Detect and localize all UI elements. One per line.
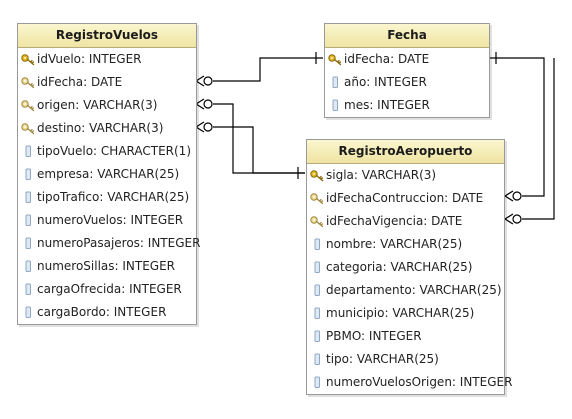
- column-icon: [310, 261, 324, 274]
- field-row[interactable]: PBMO: INTEGER: [307, 325, 504, 348]
- field-row[interactable]: numeroVuelosOrigen: INTEGER: [307, 371, 512, 394]
- foreign-key-icon: [21, 76, 35, 89]
- field-label: idVuelo: INTEGER: [37, 52, 142, 66]
- connector-aeropuerto-fechaconstruccion: [489, 52, 545, 202]
- field-row[interactable]: sigla: VARCHAR(3): [307, 164, 504, 187]
- field-row[interactable]: tipoTrafico: VARCHAR(25): [18, 186, 196, 209]
- field-label: departamento: VARCHAR(25): [326, 283, 502, 297]
- entity-title: RegistroVuelos: [18, 24, 196, 48]
- field-label: cargaOfrecida: INTEGER: [37, 282, 182, 296]
- foreign-key-icon: [21, 122, 35, 135]
- primary-key-icon: [328, 53, 342, 66]
- field-label: numeroVuelosOrigen: INTEGER: [326, 375, 513, 389]
- field-label: idFechaContruccion: DATE: [326, 191, 484, 205]
- field-label: idFecha: DATE: [37, 75, 123, 89]
- field-label: sigla: VARCHAR(3): [326, 168, 437, 182]
- field-row[interactable]: destino: VARCHAR(3): [18, 117, 196, 140]
- field-label: tipoTrafico: VARCHAR(25): [37, 190, 190, 204]
- column-icon: [328, 99, 342, 112]
- column-icon: [310, 238, 324, 251]
- field-label: nombre: VARCHAR(25): [326, 237, 463, 251]
- entity-title: RegistroAeropuerto: [307, 140, 504, 164]
- field-label: tipo: VARCHAR(25): [326, 352, 439, 366]
- foreign-key-icon: [310, 215, 324, 228]
- field-label: idFechaVigencia: DATE: [326, 214, 463, 228]
- entity-title: Fecha: [325, 24, 489, 48]
- entity-registro-vuelos[interactable]: RegistroVuelos idVuelo: INTEGER idFecha: …: [17, 23, 200, 325]
- field-label: numeroVuelos: INTEGER: [37, 213, 184, 227]
- field-label: idFecha: DATE: [344, 52, 430, 66]
- connector-vuelos-fecha: [195, 52, 323, 87]
- field-label: PBMO: INTEGER: [326, 329, 422, 343]
- field-row[interactable]: año: INTEGER: [325, 71, 489, 94]
- column-icon: [21, 145, 35, 158]
- column-icon: [21, 260, 35, 273]
- connector-vuelos-origen-aeropuerto: [195, 98, 305, 174]
- column-icon: [310, 353, 324, 366]
- column-icon: [310, 376, 324, 389]
- field-row[interactable]: nombre: VARCHAR(25): [307, 233, 504, 256]
- field-row[interactable]: origen: VARCHAR(3): [18, 94, 196, 117]
- column-icon: [21, 237, 35, 250]
- field-label: año: INTEGER: [344, 75, 427, 89]
- primary-key-icon: [310, 169, 324, 182]
- column-icon: [21, 214, 35, 227]
- column-icon: [21, 306, 35, 319]
- field-row[interactable]: tipo: VARCHAR(25): [307, 348, 504, 371]
- field-row[interactable]: idFecha: DATE: [18, 71, 196, 94]
- field-label: municipio: VARCHAR(25): [326, 306, 475, 320]
- entity-fecha[interactable]: Fecha idFecha: DATE año: INTEGER mes: INTE…: [324, 23, 490, 118]
- field-row[interactable]: numeroVuelos: INTEGER: [18, 209, 196, 232]
- field-row[interactable]: idFechaVigencia: DATE: [307, 210, 504, 233]
- field-label: destino: VARCHAR(3): [37, 121, 164, 135]
- foreign-key-icon: [310, 192, 324, 205]
- field-row[interactable]: departamento: VARCHAR(25): [307, 279, 504, 302]
- field-row[interactable]: empresa: VARCHAR(25): [18, 163, 196, 186]
- column-icon: [21, 283, 35, 296]
- field-label: empresa: VARCHAR(25): [37, 167, 180, 181]
- field-row[interactable]: idFechaContruccion: DATE: [307, 187, 504, 210]
- field-row[interactable]: cargaBordo: INTEGER: [18, 301, 196, 324]
- column-icon: [21, 168, 35, 181]
- entity-registro-aeropuerto[interactable]: RegistroAeropuerto sigla: VARCHAR(3) idFe…: [306, 139, 512, 395]
- field-label: numeroPasajeros: INTEGER: [37, 236, 201, 250]
- field-row[interactable]: categoria: VARCHAR(25): [307, 256, 504, 279]
- column-icon: [21, 191, 35, 204]
- column-icon: [328, 76, 342, 89]
- field-row[interactable]: municipio: VARCHAR(25): [307, 302, 504, 325]
- field-row[interactable]: numeroSillas: INTEGER: [18, 255, 196, 278]
- field-row[interactable]: tipoVuelo: CHARACTER(1): [18, 140, 196, 163]
- field-label: numeroSillas: INTEGER: [37, 259, 176, 273]
- column-icon: [310, 330, 324, 343]
- connector-vuelos-destino-aeropuerto: [195, 121, 305, 179]
- field-row[interactable]: cargaOfrecida: INTEGER: [18, 278, 196, 301]
- column-icon: [310, 307, 324, 320]
- field-row[interactable]: mes: INTEGER: [325, 94, 489, 117]
- field-row[interactable]: idFecha: DATE: [325, 48, 489, 71]
- field-row[interactable]: idVuelo: INTEGER: [18, 48, 196, 71]
- field-label: cargaBordo: INTEGER: [37, 305, 167, 319]
- field-label: origen: VARCHAR(3): [37, 98, 158, 112]
- primary-key-icon: [21, 53, 35, 66]
- field-row[interactable]: numeroPasajeros: INTEGER: [18, 232, 200, 255]
- connector-aeropuerto-fechavigencia: [504, 58, 555, 225]
- foreign-key-icon: [21, 99, 35, 112]
- field-label: tipoVuelo: CHARACTER(1): [37, 144, 192, 158]
- field-label: categoria: VARCHAR(25): [326, 260, 473, 274]
- field-label: mes: INTEGER: [344, 98, 430, 112]
- column-icon: [310, 284, 324, 297]
